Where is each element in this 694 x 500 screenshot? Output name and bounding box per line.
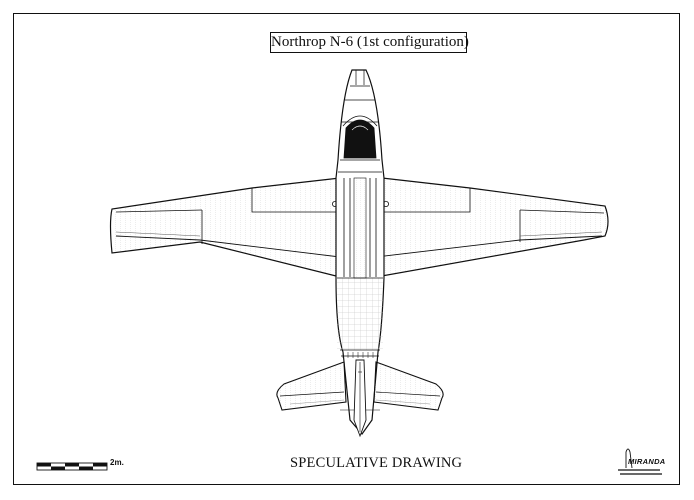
drawing-title: Northrop N-6 (1st configuration) xyxy=(270,32,469,53)
tailplane xyxy=(276,361,444,411)
vertical-fin xyxy=(353,359,367,438)
scale-label: 2m. xyxy=(110,458,124,467)
scale-bar xyxy=(36,462,108,471)
miranda-logo xyxy=(618,448,662,475)
signature-text: MIRANDA xyxy=(628,457,666,466)
speculative-caption: SPECULATIVE DRAWING xyxy=(290,455,463,471)
fuselage xyxy=(335,69,385,435)
